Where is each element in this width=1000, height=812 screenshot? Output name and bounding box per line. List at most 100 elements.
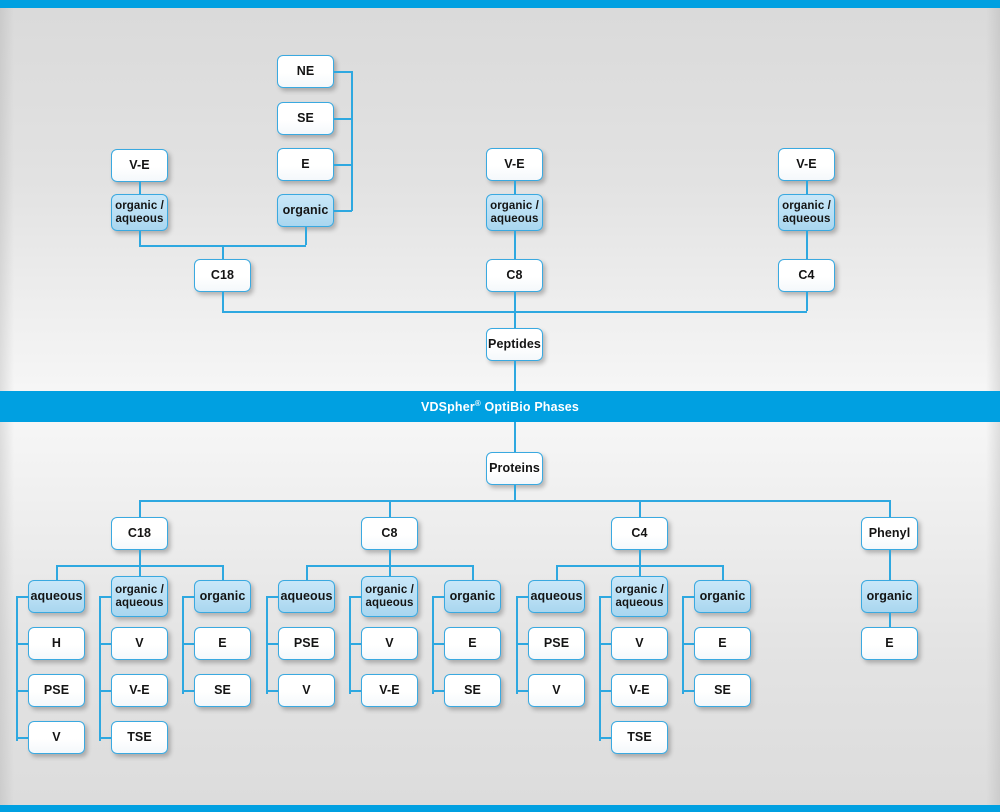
node-c8-or-e[interactable]: E (444, 627, 501, 660)
banner-brand: VDSpher (421, 400, 475, 415)
node-c18-aq-v[interactable]: V (28, 721, 85, 754)
node-c8-organic-aqueous[interactable]: organic / aqueous (361, 576, 418, 617)
connector-c18-aqueous-spine (16, 596, 18, 741)
node-label: organic (282, 203, 329, 217)
node-peptides[interactable]: Peptides (486, 328, 543, 361)
node-c8-oa-ve[interactable]: V-E (361, 674, 418, 707)
node-c8-oa-v[interactable]: V (361, 627, 418, 660)
node-bottom-phenyl[interactable]: Phenyl (861, 517, 918, 550)
node-phenyl-organic[interactable]: organic (861, 580, 918, 613)
connector-top-se-stub (334, 118, 352, 120)
connector-c8-or-1-stub (432, 643, 445, 645)
node-label: H (51, 636, 62, 650)
node-label: V (385, 636, 394, 650)
node-top-c18-ve[interactable]: V-E (111, 149, 168, 182)
connector-c8-aqueous-drop (306, 565, 308, 580)
connector-c8-aqueous-stub (266, 596, 279, 598)
node-label: organic (449, 589, 496, 603)
node-c18-organic[interactable]: organic (194, 580, 251, 613)
connector-c18-oa-stub (99, 596, 112, 598)
connector-top-c18-ve-to-oa (139, 181, 141, 194)
connector-c18-organic-drop (222, 565, 224, 580)
node-c18-oa-v[interactable]: V (111, 627, 168, 660)
node-bottom-c4[interactable]: C4 (611, 517, 668, 550)
node-c8-or-se[interactable]: SE (444, 674, 501, 707)
node-top-c4-organic-aqueous[interactable]: organic / aqueous (778, 194, 835, 231)
connector-peptides-stem (514, 311, 516, 328)
connector-c18-or-stub (182, 596, 195, 598)
connector-c8-aq-2-stub (266, 690, 279, 692)
node-c18-organic-aqueous[interactable]: organic / aqueous (111, 576, 168, 617)
connector-c8-or-spine (432, 596, 434, 694)
node-phenyl-e[interactable]: E (861, 627, 918, 660)
connector-c4-fanout-stem (639, 550, 641, 565)
node-label: E (468, 636, 477, 650)
node-label: aqueous (280, 589, 333, 603)
connector-c18-aq-3-stub (16, 737, 29, 739)
connector-c8-oa-1-stub (349, 643, 362, 645)
node-c18-or-e[interactable]: E (194, 627, 251, 660)
node-top-c18-e[interactable]: E (277, 148, 334, 181)
node-c18-or-se[interactable]: SE (194, 674, 251, 707)
node-proteins[interactable]: Proteins (486, 452, 543, 485)
connector-c4-aq-1-stub (516, 643, 529, 645)
node-label: PSE (293, 636, 320, 650)
node-label: PSE (43, 683, 70, 697)
node-c18-oa-tse[interactable]: TSE (111, 721, 168, 754)
node-c8-aq-pse[interactable]: PSE (278, 627, 335, 660)
node-top-c18[interactable]: C18 (194, 259, 251, 292)
node-top-c8[interactable]: C8 (486, 259, 543, 292)
connector-phenyl-organic-to-e (889, 613, 891, 627)
node-label: aqueous (530, 589, 583, 603)
node-c8-aq-v[interactable]: V (278, 674, 335, 707)
node-top-c8-organic-aqueous[interactable]: organic / aqueous (486, 194, 543, 231)
node-c4-organic[interactable]: organic (694, 580, 751, 613)
node-c18-oa-ve[interactable]: V-E (111, 674, 168, 707)
connector-top-organic-stub (334, 210, 352, 212)
node-top-c18-organic-aqueous[interactable]: organic / aqueous (111, 194, 168, 231)
node-c18-aqueous[interactable]: aqueous (28, 580, 85, 613)
connector-c4-oa-3-stub (599, 737, 612, 739)
node-bottom-c8[interactable]: C8 (361, 517, 418, 550)
connector-c8-aqueous-spine (266, 596, 268, 694)
node-top-c18-se[interactable]: SE (277, 102, 334, 135)
node-label: V-E (129, 158, 150, 172)
node-bottom-c18[interactable]: C18 (111, 517, 168, 550)
node-label: organic (699, 589, 746, 603)
node-c18-aq-h[interactable]: H (28, 627, 85, 660)
node-label: E (885, 636, 894, 650)
node-top-c18-ne[interactable]: NE (277, 55, 334, 88)
node-c18-aq-pse[interactable]: PSE (28, 674, 85, 707)
connector-c8-fanout-stem (389, 550, 391, 565)
node-c4-oa-ve[interactable]: V-E (611, 674, 668, 707)
node-c4-organic-aqueous[interactable]: organic / aqueous (611, 576, 668, 617)
node-label: C8 (506, 268, 523, 282)
connector-c18-fanout-stem (139, 550, 141, 565)
node-c4-aq-pse[interactable]: PSE (528, 627, 585, 660)
connector-c8-or-2-stub (432, 690, 445, 692)
node-c4-oa-v[interactable]: V (611, 627, 668, 660)
node-label-line2: aqueous (115, 212, 164, 225)
node-top-c4-ve[interactable]: V-E (778, 148, 835, 181)
node-label-line1: organic / (490, 200, 539, 212)
connector-c8-aq-1-stub (266, 643, 279, 645)
node-c4-or-e[interactable]: E (694, 627, 751, 660)
connector-drop-phenyl (889, 500, 891, 517)
node-label: V-E (379, 683, 400, 697)
node-top-c4[interactable]: C4 (778, 259, 835, 292)
node-top-c18-organic[interactable]: organic (277, 194, 334, 227)
connector-c8-oa-drop (389, 565, 391, 580)
node-c4-aq-v[interactable]: V (528, 674, 585, 707)
node-c4-oa-tse[interactable]: TSE (611, 721, 668, 754)
connector-c8-to-peptides-bus (514, 292, 516, 311)
connector-top-oa-down (139, 231, 141, 245)
node-label-line2: aqueous (115, 596, 164, 609)
connector-drop-c8 (389, 500, 391, 517)
node-c4-aqueous[interactable]: aqueous (528, 580, 585, 613)
node-label: V (302, 683, 311, 697)
node-top-c8-ve[interactable]: V-E (486, 148, 543, 181)
node-c8-aqueous[interactable]: aqueous (278, 580, 335, 613)
node-c8-organic[interactable]: organic (444, 580, 501, 613)
registered-mark-icon: ® (474, 398, 481, 408)
node-c4-or-se[interactable]: SE (694, 674, 751, 707)
